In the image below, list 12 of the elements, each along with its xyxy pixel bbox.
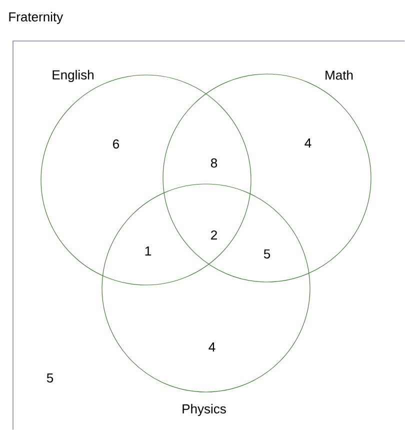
region-count: 4 xyxy=(208,342,216,352)
region-count: 2 xyxy=(211,230,217,240)
region-count: 5 xyxy=(264,249,270,259)
region-count: 5 xyxy=(46,373,54,383)
region-count: 6 xyxy=(113,139,120,149)
region-count: 1 xyxy=(145,246,151,256)
set-label: Physics xyxy=(182,404,226,416)
set-label: English xyxy=(52,70,94,82)
region-count: 8 xyxy=(210,158,218,168)
set-label: Math xyxy=(326,70,353,80)
frame-heading: Fraternity xyxy=(9,12,64,24)
region-count: 4 xyxy=(304,138,312,148)
